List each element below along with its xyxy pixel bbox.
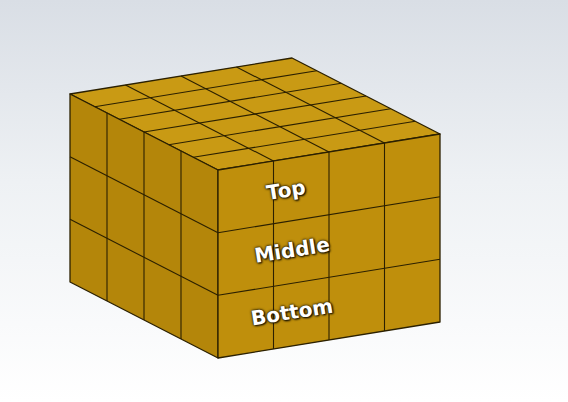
left-face <box>70 94 218 358</box>
box-grid <box>70 67 440 349</box>
front-face <box>218 134 440 358</box>
